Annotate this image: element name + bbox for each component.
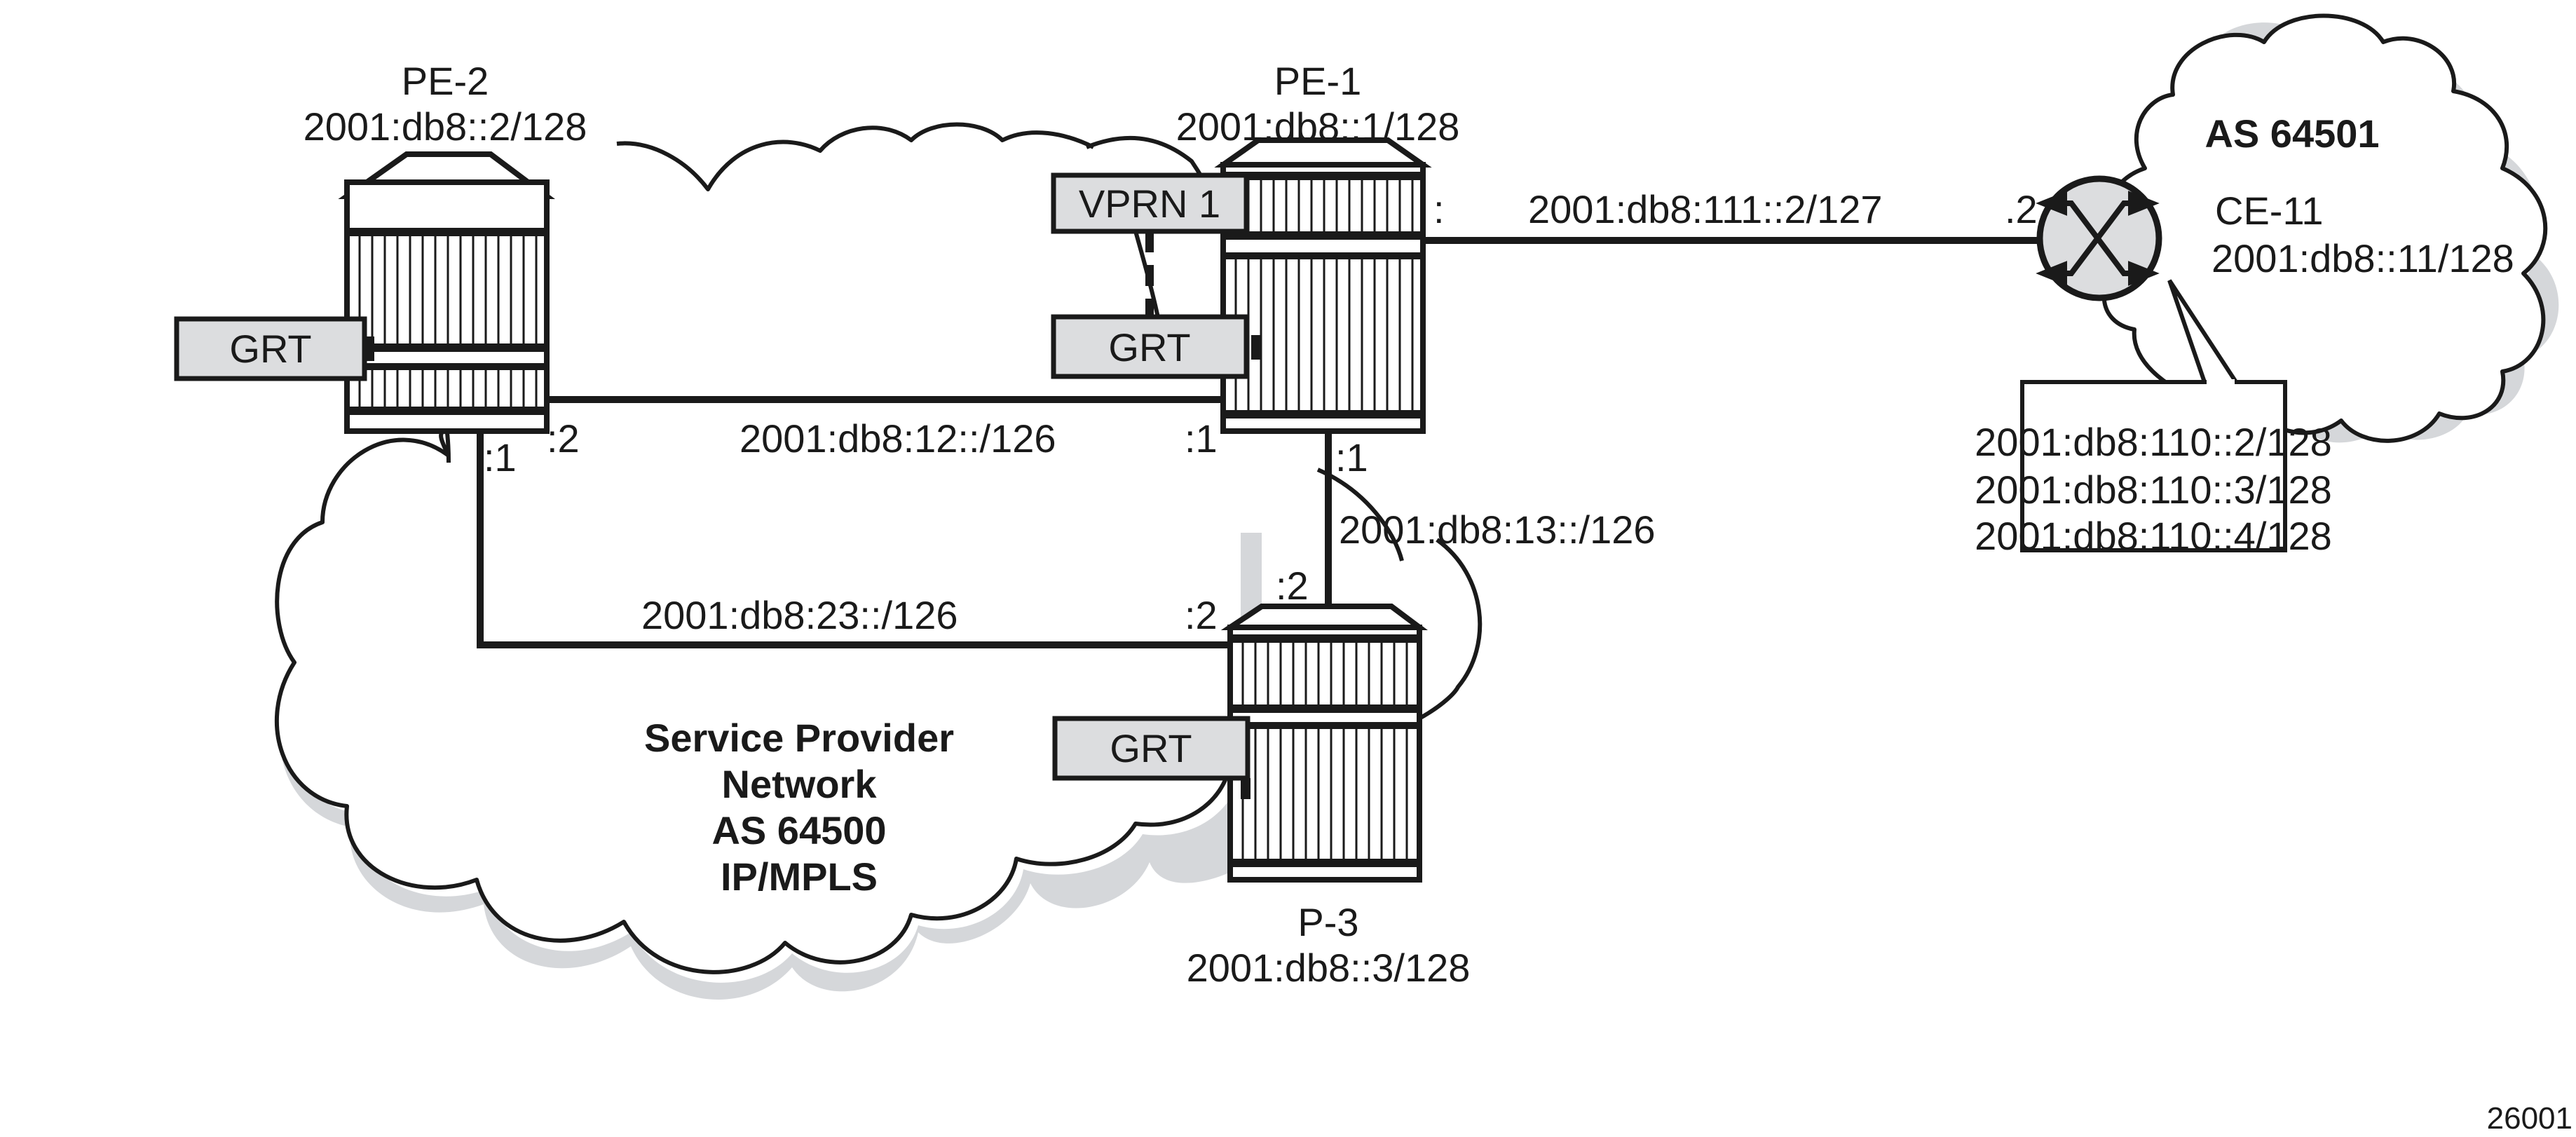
link-pe1-ce11-ce11-end: .2 <box>2005 187 2038 231</box>
ce11-address: 2001:db8::11/128 <box>2212 236 2514 280</box>
pe2-address: 2001:db8::2/128 <box>304 104 587 149</box>
ce11-name: CE-11 <box>2215 189 2324 233</box>
p3-name: P-3 <box>1297 900 1358 944</box>
provider-cloud-line-3: AS 64500 <box>711 808 886 852</box>
link-pe1-pe2-pe2-end: :2 <box>547 416 580 461</box>
callout-line-3: 2001:db8:110::4/128 <box>1975 514 2332 558</box>
core-cloud-top <box>616 122 1222 344</box>
link-pe1-ce11-subnet: 2001:db8:111::2/127 <box>1528 187 1883 231</box>
loopback-callout <box>2020 279 2287 552</box>
pe1-name: PE-1 <box>1274 59 1362 103</box>
link-pe2-p3-pe2-end: :1 <box>484 435 517 479</box>
router-p3-hatching <box>1241 643 1408 859</box>
link-pe1-ce11-pe1-end: : <box>1433 187 1445 231</box>
link-pe2-p3 <box>477 431 1234 648</box>
link-pe1-p3-p3-end: :2 <box>1276 564 1309 608</box>
p3-grt-box[interactable] <box>1052 716 1250 799</box>
router-p3[interactable] <box>1220 604 1428 883</box>
callout-line-2: 2001:db8:110::3/128 <box>1975 468 2332 512</box>
router-ce11[interactable] <box>2036 175 2162 301</box>
pe2-grt-box[interactable] <box>174 316 374 381</box>
customer-cloud <box>2101 13 2559 443</box>
provider-cloud-line-2: Network <box>722 762 878 806</box>
link-pe1-pe2-pe1-end: :1 <box>1185 416 1218 461</box>
router-pe2[interactable] <box>338 151 555 434</box>
pe1-grt-label: GRT <box>1108 325 1190 369</box>
pe1-vprn-label: VPRN 1 <box>1079 182 1220 226</box>
pe1-vprn-box[interactable] <box>1051 172 1249 234</box>
link-pe1-p3-pe1-end: :1 <box>1335 435 1368 479</box>
callout-line-1: 2001:db8:110::2/128 <box>1975 420 2332 464</box>
pe2-name: PE-2 <box>402 59 489 103</box>
customer-as-label: AS 64501 <box>2204 111 2379 156</box>
p3-address: 2001:db8::3/128 <box>1187 946 1471 990</box>
pe1-address: 2001:db8::1/128 <box>1176 104 1460 149</box>
link-pe1-p3-subnet: 2001:db8:13::/126 <box>1339 508 1656 552</box>
router-pe1[interactable] <box>1214 137 1432 434</box>
link-pe2-p3-p3-end: :2 <box>1185 593 1218 637</box>
provider-cloud-line-4: IP/MPLS <box>721 855 878 899</box>
pe1-grt-box[interactable] <box>1051 314 1261 379</box>
figure-id: 26001 <box>2487 1101 2572 1136</box>
provider-cloud-line-1: Service Provider <box>644 716 954 760</box>
pe2-grt-label: GRT <box>229 327 311 371</box>
crossing-arrows-icon <box>2036 191 2160 286</box>
link-pe1-pe2-subnet: 2001:db8:12::/126 <box>740 416 1056 461</box>
p3-grt-label: GRT <box>1110 726 1192 770</box>
link-pe2-p3-subnet: 2001:db8:23::/126 <box>641 593 958 637</box>
